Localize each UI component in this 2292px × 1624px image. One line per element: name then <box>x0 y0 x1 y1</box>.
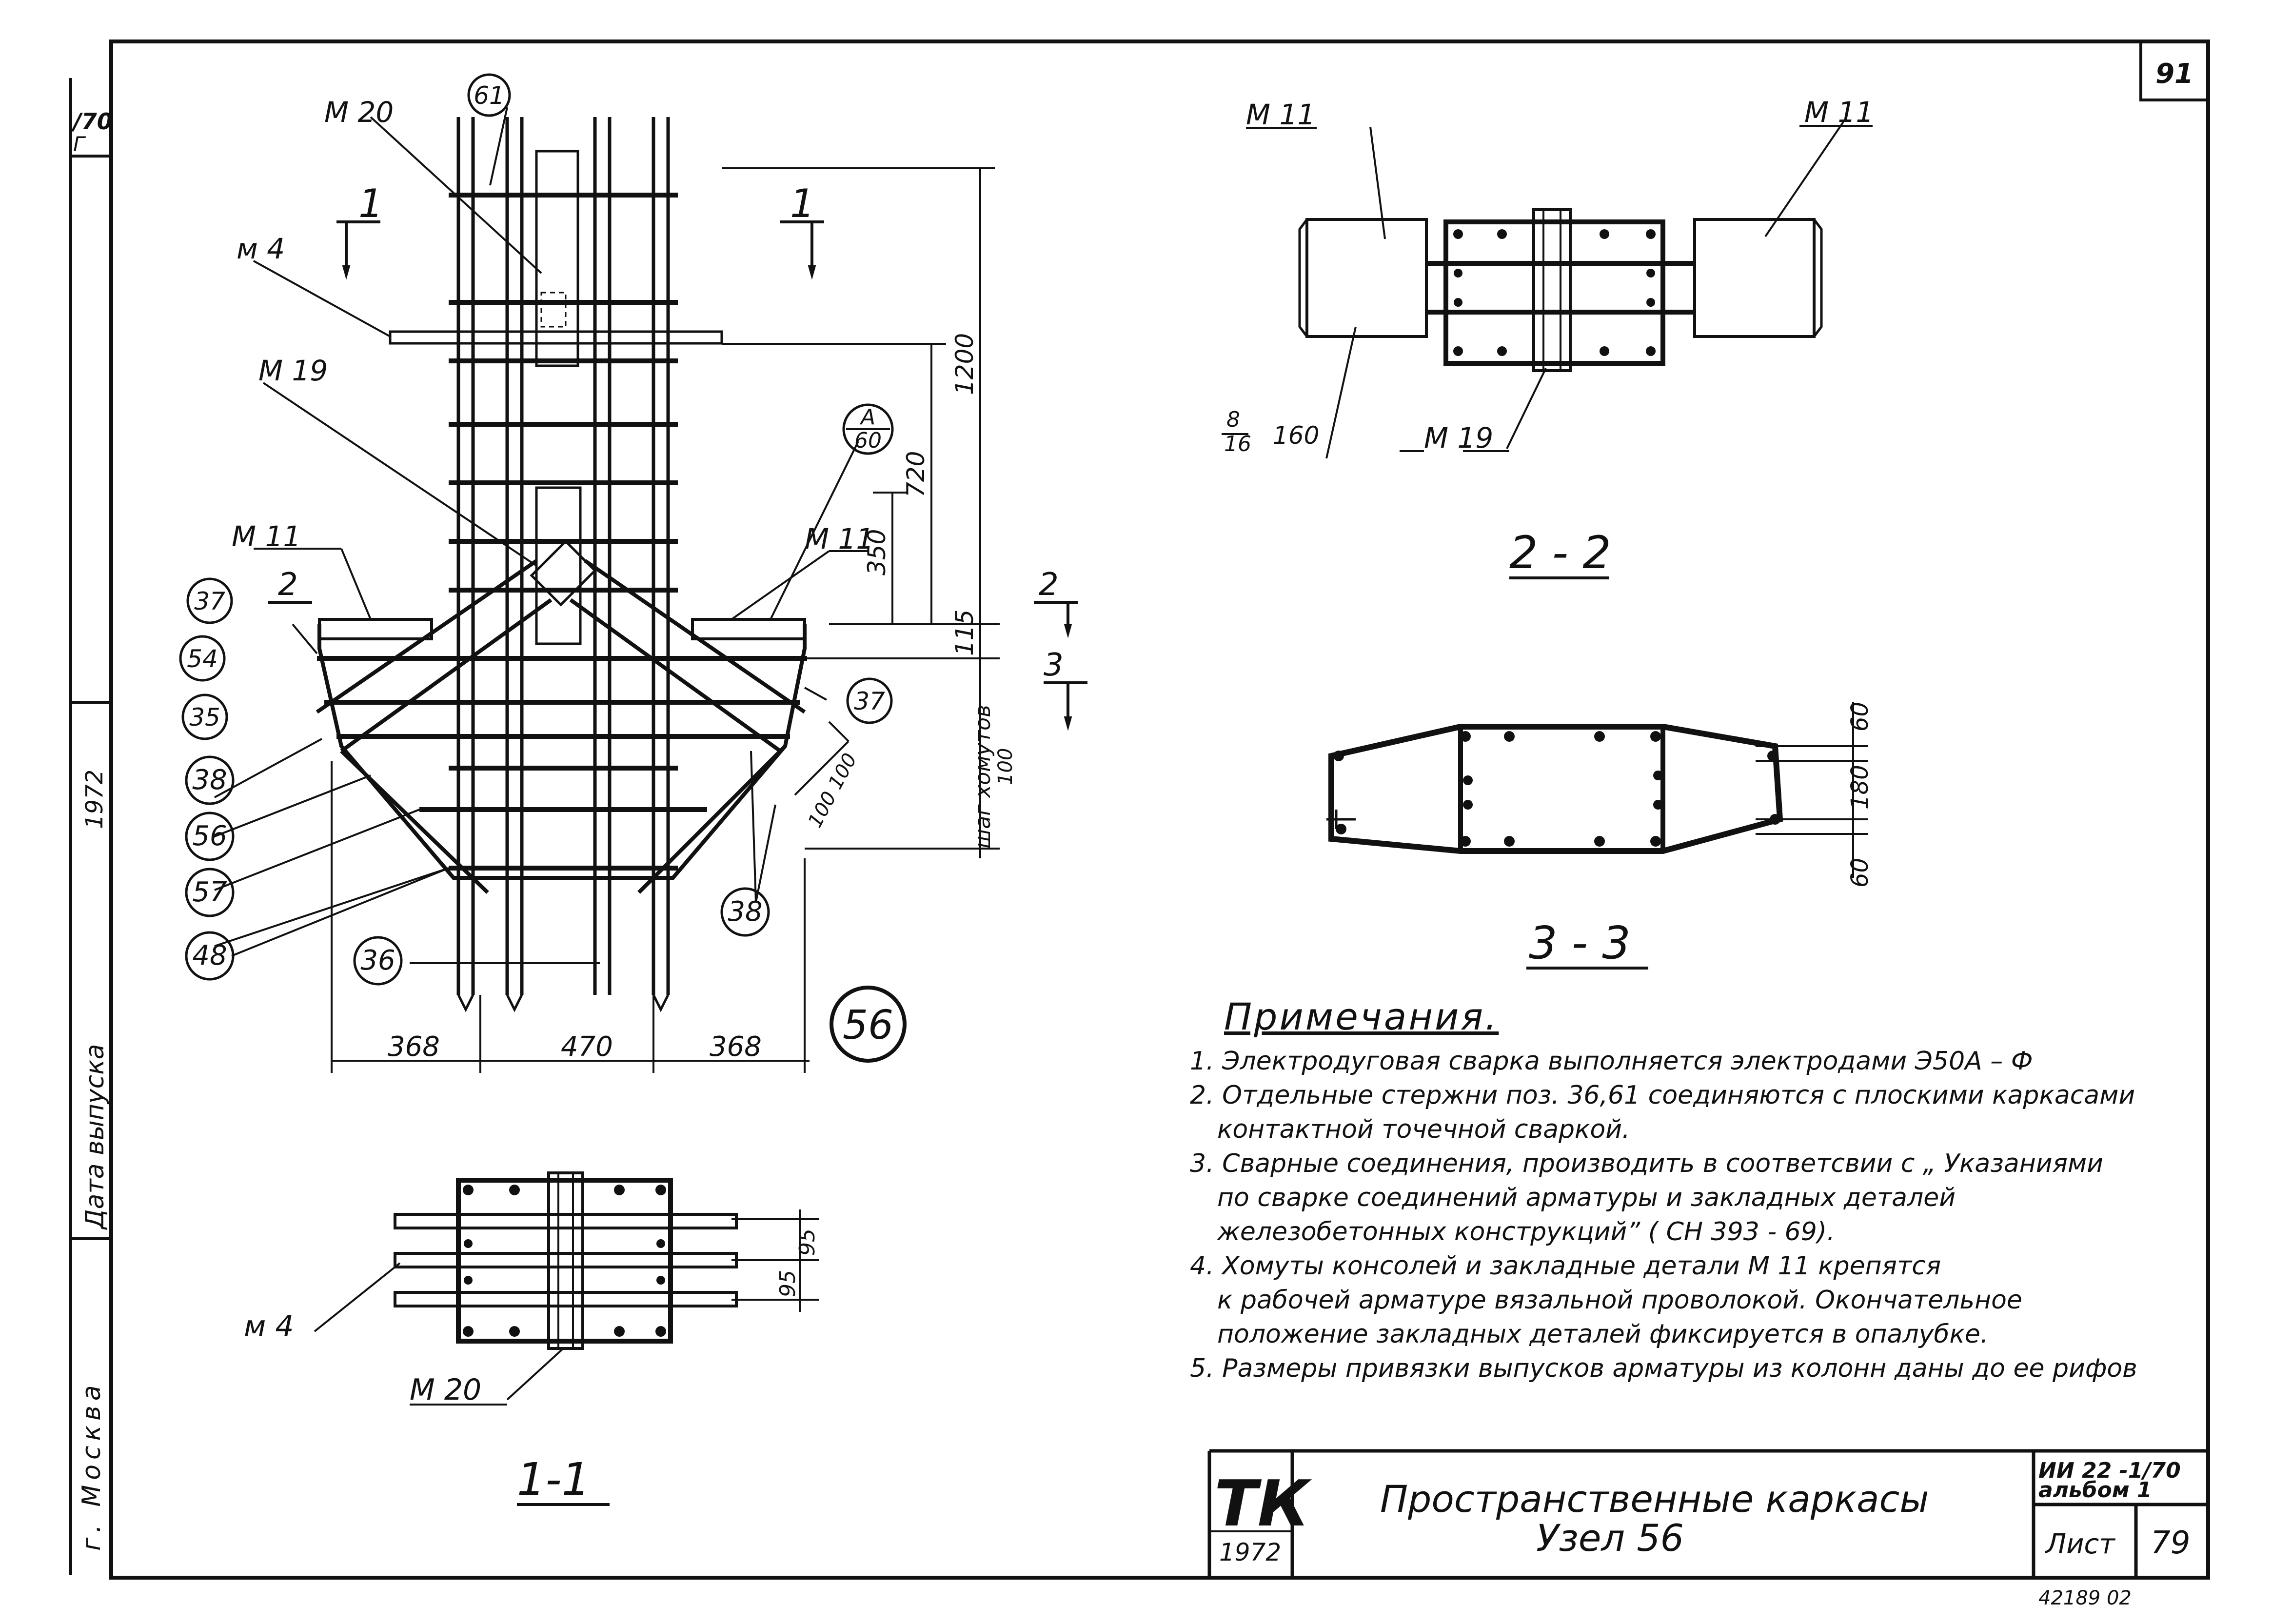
section-3-3-dim-60-bottom: 60 <box>1846 858 1874 888</box>
note-3-cont-2: железобетонных конструкций” ( СН 393 - 6… <box>1217 1217 1835 1247</box>
title-block <box>1207 1449 2208 1578</box>
note-5: 5. Размеры привязки выпусков арматуры из… <box>1190 1354 2137 1383</box>
section-mark-1-right: 1 <box>790 181 815 226</box>
title-line-1: Пространственные каркасы <box>1380 1477 1929 1521</box>
dim-100: 100 <box>994 748 1017 785</box>
callout-38a-label: 38 <box>192 764 227 796</box>
section-mark-2-right: 2 <box>1039 567 1059 603</box>
dim-bottom-right: 368 <box>710 1031 762 1063</box>
margin-top-label: /70 <box>71 108 113 135</box>
callout-35-label: 35 <box>189 703 220 732</box>
callout-36-label: 36 <box>360 945 395 976</box>
margin-year: 1972 <box>81 770 108 829</box>
callout-56 <box>185 812 235 861</box>
dim-100-100: 100 100 <box>804 750 861 832</box>
callout-57 <box>185 868 235 917</box>
callout-37-label: 37 <box>854 687 885 715</box>
title-album: альбом 1 <box>2038 1478 2152 1503</box>
label-m11-right: М 11 <box>805 522 874 555</box>
callout-48-label: 48 <box>192 940 227 971</box>
note-1: 1. Электродуговая сварка выполняется эле… <box>1190 1047 2033 1076</box>
section-mark-1-left: 1 <box>358 181 383 226</box>
corner-number: 91 <box>2155 58 2193 90</box>
section-1-1-title: 1-1 <box>517 1453 590 1505</box>
callout-38-left <box>185 755 235 805</box>
node-number-circle <box>830 986 907 1063</box>
note-4-cont-1: к рабочей арматуре вязальной проволокой.… <box>1217 1286 2022 1315</box>
section-2-2-weld-bottom: 16 <box>1224 432 1251 456</box>
margin-release-date: Дата выпуска <box>80 1044 110 1230</box>
callout-61-label: 61 <box>474 81 505 110</box>
section-2-2-weld-length: 160 <box>1273 421 1319 450</box>
callout-54 <box>179 635 226 682</box>
dim-720: 720 <box>902 451 930 497</box>
callout-37-top <box>186 577 233 624</box>
dim-1200: 1200 <box>950 333 979 395</box>
section-1-1-label-m4: м 4 <box>244 1309 294 1344</box>
callout-48 <box>185 931 235 981</box>
margin-city: г. Москва <box>77 1380 106 1551</box>
callout-A60-bottom-label: 60 <box>854 428 882 453</box>
title-sheet-label: Лист <box>2045 1528 2115 1560</box>
dim-350: 350 <box>863 529 891 575</box>
section-3-3-dim-180: 180 <box>1846 765 1874 810</box>
section-3-3-view <box>1326 702 1868 970</box>
section-1-1-dim-95-bottom: 95 <box>775 1270 800 1297</box>
note-3-cont-1: по сварке соединений арматуры и закладны… <box>1217 1183 1956 1212</box>
section-2-2-weld-top: 8 <box>1226 407 1240 432</box>
dim-115: 115 <box>950 610 979 656</box>
section-2-2-label-m11-left: М 11 <box>1246 98 1315 131</box>
label-m20: М 20 <box>324 96 394 129</box>
callout-61 <box>467 73 511 117</box>
section-1-1-view <box>314 1171 819 1506</box>
callout-57-label: 57 <box>192 876 227 908</box>
title-logo: ТК <box>1214 1466 1312 1541</box>
sheet-frame <box>109 40 2210 1580</box>
label-m19: М 19 <box>258 354 328 387</box>
callout-37-top-label: 37 <box>194 587 225 615</box>
callout-A60-top-label: А <box>859 405 875 430</box>
title-sheet-number: 79 <box>2151 1525 2190 1561</box>
section-1-1-label-m20: М 20 <box>410 1373 481 1407</box>
title-series: ИИ 22 -1/70 <box>2038 1458 2181 1483</box>
main-elevation-view <box>214 107 1087 1073</box>
dim-bottom-mid: 470 <box>561 1031 613 1063</box>
bottom-stamp: 42189 02 <box>2038 1587 2132 1609</box>
callout-54-label: 54 <box>187 645 218 673</box>
callout-35 <box>181 693 228 740</box>
label-m4: м 4 <box>237 232 285 265</box>
note-4: 4. Хомуты консолей и закладные детали М … <box>1190 1251 1941 1281</box>
note-2-cont: контактной точечной сваркой. <box>1217 1115 1630 1144</box>
callout-36 <box>353 936 403 986</box>
dim-stirrup-step: шаг хомутов <box>970 705 995 849</box>
callout-56-label: 56 <box>192 820 227 852</box>
callout-A60 <box>842 403 894 455</box>
section-2-2-view <box>1246 121 1873 579</box>
dim-bottom-left: 368 <box>388 1031 440 1063</box>
section-mark-3: 3 <box>1044 647 1064 683</box>
note-3: 3. Сварные соединения, производить в соо… <box>1190 1149 2103 1178</box>
section-1-1-dim-95-top: 95 <box>795 1228 820 1256</box>
section-3-3-dim-60-top: 60 <box>1846 702 1874 732</box>
section-2-2-title: 2 - 2 <box>1509 527 1611 579</box>
callout-38-right <box>720 887 770 937</box>
label-m11-left: М 11 <box>232 520 301 553</box>
title-line-2: Узел 56 <box>1536 1516 1684 1560</box>
section-2-2-label-m11-right: М 11 <box>1804 96 1874 129</box>
section-mark-2-left: 2 <box>278 567 298 603</box>
node-number-label: 56 <box>843 1002 893 1049</box>
section-3-3-title: 3 - 3 <box>1529 917 1631 969</box>
note-2: 2. Отдельные стержни поз. 36,61 соединяю… <box>1190 1081 2135 1110</box>
note-4-cont-2: положение закладных деталей фиксируется … <box>1217 1320 1989 1349</box>
callout-38b-label: 38 <box>728 896 762 928</box>
notes-block: Примечания. 1. Электродуговая сварка вып… <box>1190 995 2224 1386</box>
callout-37-right <box>846 677 893 724</box>
margin-top-label-2: Г <box>73 132 86 156</box>
title-logo-year: 1972 <box>1219 1538 1281 1566</box>
notes-title: Примечания. <box>1224 995 1499 1038</box>
section-2-2-label-m19: М 19 <box>1424 421 1493 455</box>
